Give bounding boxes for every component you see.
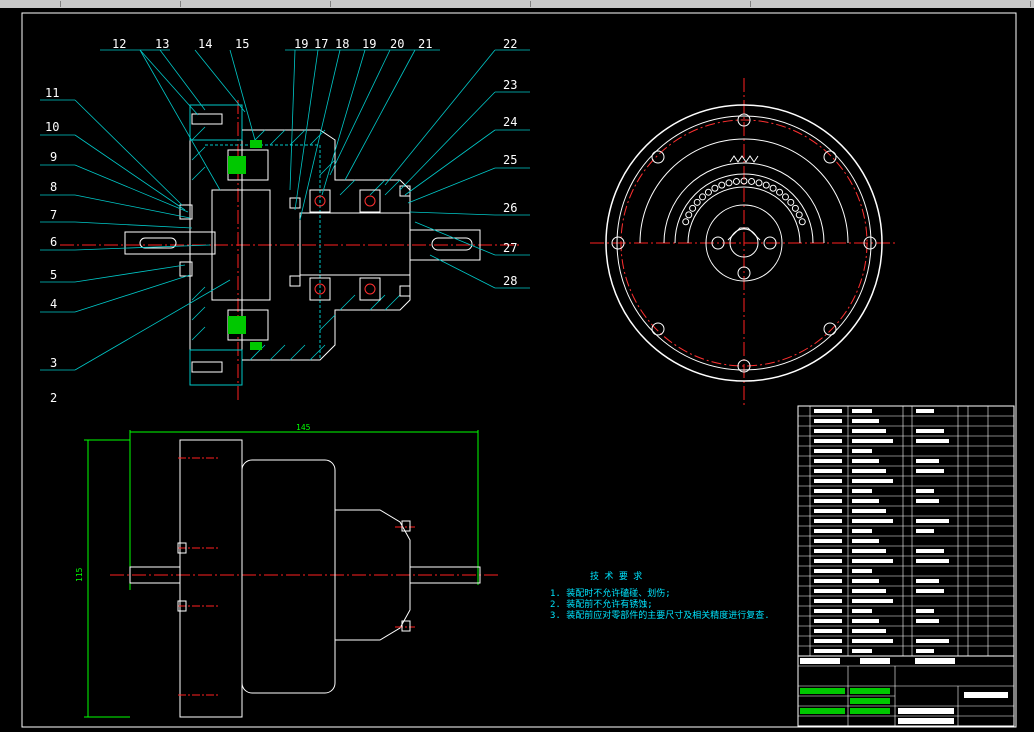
part-label: 23 [503,78,517,92]
part-labels: 12 13 14 15 19 17 18 19 20 21 22 23 24 2… [45,37,517,405]
part-label: 22 [503,37,517,51]
tech-req-line: 2. 装配前不允许有锈蚀; [550,598,653,610]
part-label: 20 [390,37,404,51]
tech-req-line: 3. 装配前应对零部件的主要尺寸及相关精度进行复查. [550,609,770,621]
part-label: 8 [50,180,57,194]
part-label: 12 [112,37,126,51]
tech-req-line: 1. 装配时不允许磕碰、划伤; [550,587,671,599]
title-bar [0,0,1034,8]
part-label: 13 [155,37,169,51]
part-label: 2 [50,391,57,405]
part-label: 5 [50,268,57,282]
dimension-width: 145 [296,423,311,432]
part-label: 26 [503,201,517,215]
part-label: 6 [50,235,57,249]
parts-list [797,405,1015,657]
part-label: 4 [50,297,57,311]
part-label: 10 [45,120,59,134]
part-label: 24 [503,115,517,129]
part-label: 15 [235,37,249,51]
tech-req-title: 技 术 要 求 [590,570,642,582]
part-label: 3 [50,356,57,370]
part-label: 19 [294,37,308,51]
part-label: 9 [50,150,57,164]
part-leaders [40,49,530,371]
part-label: 7 [50,208,57,222]
part-label: 21 [418,37,432,51]
part-label: 19 [362,37,376,51]
part-label: 18 [335,37,349,51]
part-label: 14 [198,37,212,51]
part-label: 11 [45,86,59,100]
title-block [797,655,1015,727]
side-view: 145 115 [75,423,500,718]
technical-requirements: 技 术 要 求 1. 装配时不允许磕碰、划伤; 2. 装配前不允许有锈蚀; 3.… [550,570,770,621]
section-view [60,100,520,400]
drawing-frame [21,12,1017,728]
part-label: 25 [503,153,517,167]
part-label: 27 [503,241,517,255]
part-label: 28 [503,274,517,288]
part-label: 17 [314,37,328,51]
end-view [590,78,895,408]
dimension-height: 115 [75,567,84,582]
drawing-canvas[interactable]: 12 13 14 15 19 17 18 19 20 21 22 23 24 2… [0,8,1034,732]
